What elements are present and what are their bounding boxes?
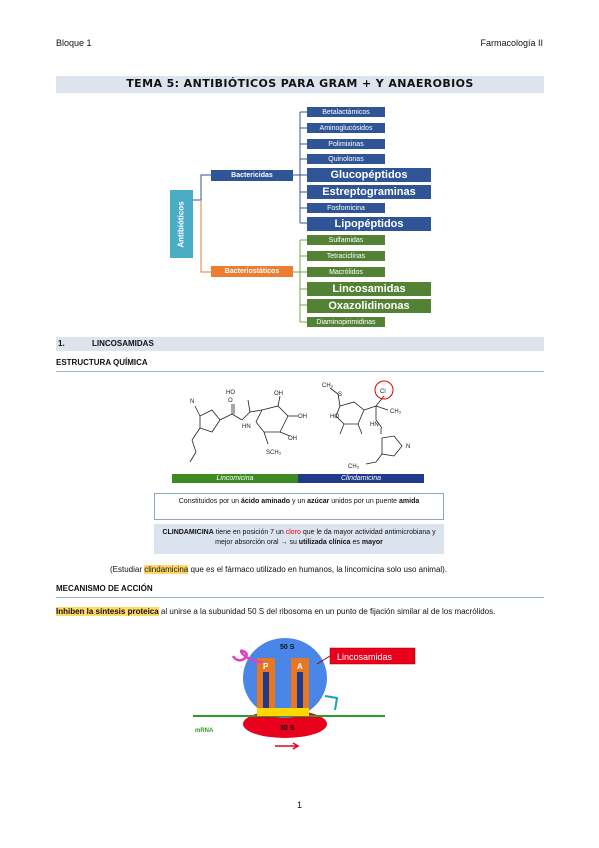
molecules-figure: HO O N HN OH OH OH SCH₃ CH₃ S Cl CH₃ HO … [189, 380, 410, 470]
tree-item: Quinolonas [307, 154, 385, 164]
tree-item: Oxazolidinonas [307, 299, 431, 313]
info-box-structure: Constituidos por un ácido aminado y un a… [154, 493, 444, 520]
mol-label: HO [226, 390, 235, 396]
label-30s: 30 S [280, 725, 295, 732]
tree-item: Lipopéptidos [307, 217, 431, 231]
mecanismo-heading: MECANISMO DE ACCIÓN [56, 584, 153, 593]
tree-item: Sulfamidas [307, 235, 385, 245]
divider [56, 371, 544, 372]
mol-label: CH₃ [390, 409, 402, 415]
study-note: (Estudiar clindamicina que es el fármaco… [110, 565, 448, 574]
tree-item: Betalactámicos [307, 107, 385, 117]
divider [56, 597, 544, 598]
root-node: Antibióticos [170, 190, 193, 258]
site-a: A [297, 662, 303, 671]
info-box-clindamicina: CLINDAMICINA tiene en posición 7 un clor… [154, 524, 444, 554]
tree-item: Diaminopirimidinas [307, 317, 385, 327]
site-p: P [263, 662, 269, 671]
drug-label: Lincosamidas [337, 652, 393, 662]
header-left: Bloque 1 [56, 38, 92, 48]
tree-item: Macrólidos [307, 267, 385, 277]
header-right: Farmacología II [480, 38, 543, 48]
tree-item: Aminoglucósidos [307, 123, 385, 133]
page-title: TEMA 5: ANTIBIÓTICOS PARA GRAM + Y ANAER… [126, 77, 474, 90]
mol-label: CH₃ [348, 464, 360, 470]
root-label: Antibióticos [177, 200, 186, 248]
section-number: 1. [58, 339, 65, 348]
mol-label: HN [242, 424, 251, 430]
page-number: 1 [296, 800, 302, 810]
mol-label: CH₃ [322, 383, 334, 389]
mrna-label: mRNA [195, 728, 214, 734]
mol-label: O [228, 398, 233, 404]
estructura-heading: ESTRUCTURA QUÍMICA [56, 358, 148, 367]
clindamicina-label: Clindamicina [298, 474, 424, 483]
tree-item: Lincosamidas [307, 282, 431, 296]
title-bar [56, 76, 544, 93]
tree-item: Polimixinas [307, 139, 385, 149]
mol-label: HO [330, 414, 339, 420]
mol-label: Cl [380, 389, 386, 395]
mol-label: HN [370, 422, 379, 428]
bactericidas-node: Bactericidas [211, 170, 293, 181]
mol-label: N [406, 444, 410, 450]
tree-item: Fosfomicina [307, 203, 385, 213]
tree-item: Glucopéptidos [307, 168, 431, 182]
section-bar [56, 337, 544, 351]
mol-label: OH [274, 391, 283, 397]
mol-label: S [338, 392, 342, 398]
mol-label: OH [298, 414, 307, 420]
label-50s: 50 S [280, 644, 295, 651]
mol-label: SCH₃ [266, 450, 282, 456]
bacteriostaticos-node: Bacteriostáticos [211, 266, 293, 277]
mol-label: N [190, 399, 194, 405]
ribosome-diagram: 50 S 30 S P A Lincosamidas mRNA [193, 638, 416, 750]
lincomicina-label: Lincomicina [172, 474, 298, 483]
tree-connectors [193, 111, 307, 323]
tree-item: Estreptograminas [307, 185, 431, 199]
section-title: LINCOSAMIDAS [92, 339, 154, 348]
mecanismo-text: Inhiben la síntesis proteica al unirse a… [56, 607, 496, 616]
mol-label: OH [288, 436, 297, 442]
tree-item: Tetraciclinas [307, 251, 385, 261]
